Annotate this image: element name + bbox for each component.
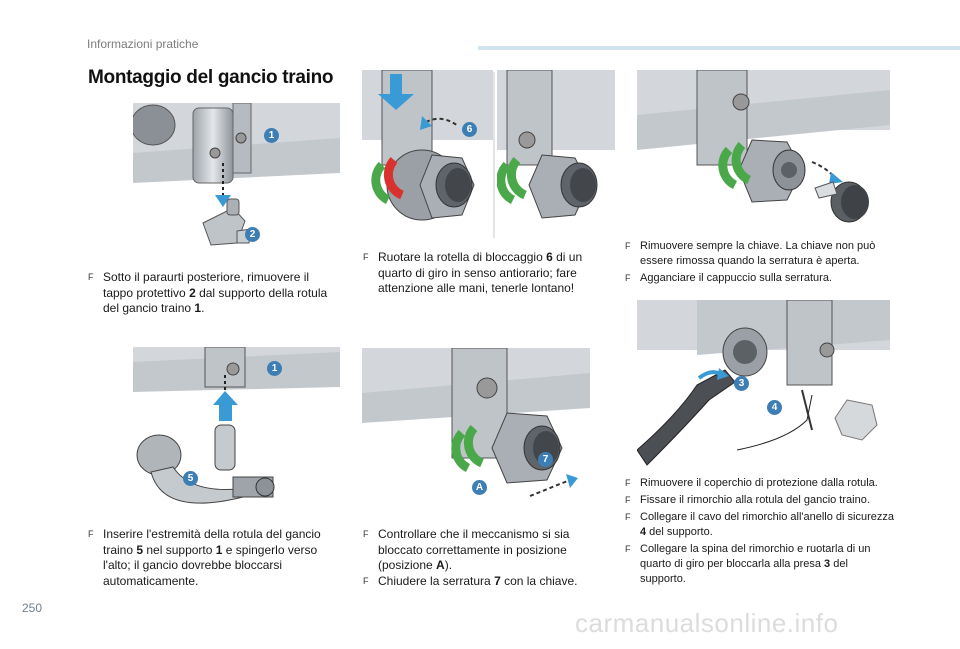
bullet-icon: F (625, 273, 631, 283)
bullet-icon: F (363, 575, 369, 586)
figure-divider (493, 72, 495, 238)
bullet-icon: F (625, 241, 631, 251)
figure-rotate-wheel-right (497, 70, 615, 238)
section-header-bar (478, 46, 960, 50)
callout-3: 3 (734, 376, 749, 391)
callout-2: 2 (245, 227, 260, 242)
callout-5: 5 (183, 471, 198, 486)
watermark: carmanualsonline.info (575, 608, 839, 638)
section-label: Informazioni pratiche (87, 37, 199, 51)
figure-attach-trailer: 3 4 (637, 300, 890, 470)
figure-rotate-wheel-left: 6 (362, 70, 493, 238)
callout-4: 4 (767, 400, 782, 415)
bullet-icon: F (625, 512, 631, 522)
bullet-icon: F (363, 252, 369, 262)
callout-7: 7 (538, 452, 553, 467)
figure-remove-key (637, 70, 890, 238)
figure-remove-cap: 1 2 (133, 103, 340, 256)
callout-6: 6 (462, 122, 477, 137)
figure-insert-towball: 1 5 (133, 347, 340, 519)
figure-check-lock: 7 A (362, 348, 590, 513)
bullet-icon: F (625, 478, 631, 488)
bullet-icon: F (88, 272, 94, 282)
bullet-icon: F (625, 495, 631, 505)
callout-1: 1 (267, 361, 282, 376)
bullet-icon: F (88, 529, 94, 539)
page-title: Montaggio del gancio traino (88, 67, 334, 88)
bullet-icon: F (363, 529, 369, 539)
page-number: 250 (22, 601, 43, 615)
callout-1: 1 (264, 128, 279, 143)
bullet-icon: F (625, 544, 631, 554)
callout-a: A (472, 480, 487, 495)
